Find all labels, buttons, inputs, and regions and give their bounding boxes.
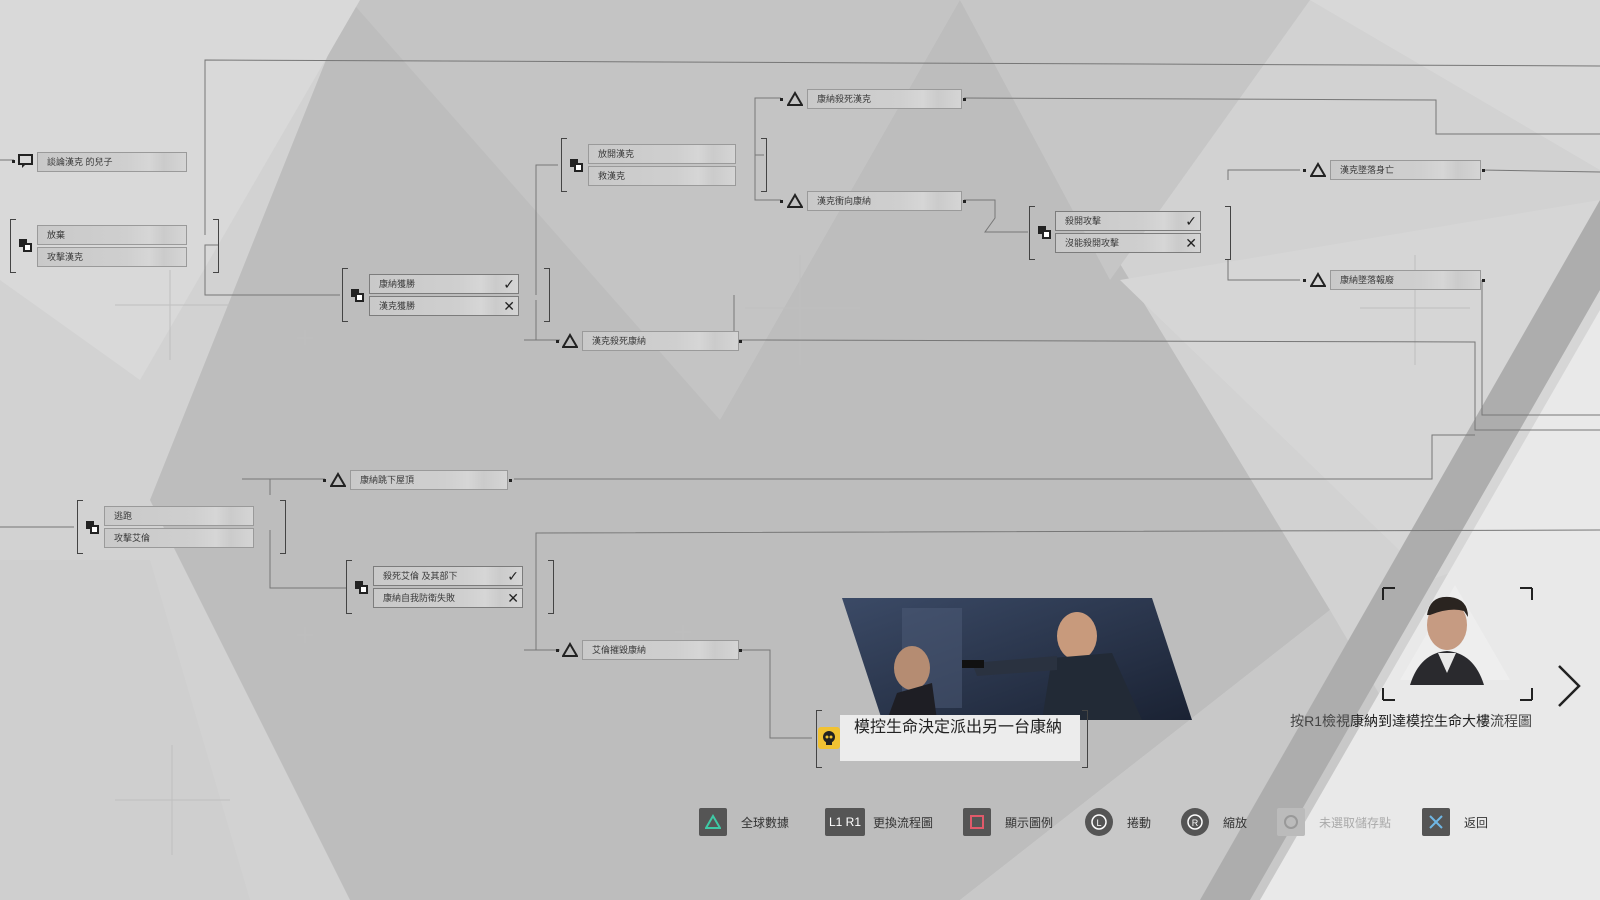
cross-icon: ✕ [503, 298, 515, 314]
triangle-icon [562, 333, 578, 348]
choice-icon [355, 581, 368, 594]
node-label: 沒能殺開攻擊 [1065, 238, 1120, 248]
legend-label: 返回 [1464, 815, 1489, 830]
next-flowchart-hint: 按R1檢視康納到達模控生命大樓流程圖 [1290, 710, 1532, 732]
node-label: 康納獲勝 [379, 279, 416, 289]
checkmark-icon: ✓ [503, 276, 515, 292]
triangle-icon [787, 193, 803, 208]
legend-label: 更換流程圖 [873, 815, 934, 830]
outcome-node[interactable]: 艾倫摧毀康納 [582, 640, 739, 660]
outcome-node[interactable]: 康納墜落報廢 [1330, 270, 1481, 290]
legend-label: 未選取儲存點 [1319, 815, 1392, 830]
legend-label: 全球數據 [741, 815, 790, 830]
outcome-node[interactable]: 漢克殺死康納 [582, 331, 739, 351]
legend-switch[interactable]: L1 R1 更換流程圖 [825, 807, 933, 837]
choice-node[interactable]: 救漢克 [588, 166, 736, 186]
checkmark-icon: ✓ [507, 568, 519, 584]
node-label: 殺死艾倫 及其部下 [383, 571, 458, 581]
outcome-node[interactable]: 康納殺死漢克 [807, 89, 962, 109]
checkmark-icon: ✓ [1185, 213, 1197, 229]
cross-button-icon [1422, 808, 1450, 836]
legend-checkpoint: 未選取儲存點 [1277, 807, 1391, 837]
next-chapter-portrait [1382, 585, 1533, 701]
legend-label: 顯示圖例 [1005, 815, 1054, 830]
legend-label: 捲動 [1127, 815, 1152, 830]
skull-icon [818, 727, 840, 749]
choice-node[interactable]: 逃跑 [104, 506, 254, 526]
cross-icon: ✕ [507, 590, 519, 606]
choice-icon [1038, 226, 1051, 239]
legend-show[interactable]: 顯示圖例 [963, 807, 1053, 837]
chevron-right-icon[interactable] [1555, 663, 1583, 709]
square-button-icon [963, 808, 991, 836]
choice-node[interactable]: 放棄 [37, 225, 187, 245]
choice-icon [86, 521, 99, 534]
triangle-icon [330, 472, 346, 487]
circle-button-icon [1277, 808, 1305, 836]
legend-scroll[interactable]: L 捲動 [1085, 807, 1151, 837]
l1r1-button-icon: L1 R1 [825, 808, 865, 836]
svg-text:L: L [1096, 818, 1101, 828]
node-label: 康納自我防衛失敗 [383, 593, 456, 603]
choice-icon [570, 159, 583, 172]
triangle-icon [1310, 272, 1326, 287]
choice-node[interactable]: 殺死艾倫 及其部下 ✓ [373, 566, 523, 586]
choice-node[interactable]: 漢克獲勝 ✕ [369, 296, 519, 316]
right-stick-icon: R [1181, 808, 1209, 836]
node-label: 殺開攻擊 [1065, 216, 1102, 226]
legend-back[interactable]: 返回 [1422, 807, 1488, 837]
speech-bubble-icon [18, 154, 33, 168]
left-stick-icon: L [1085, 808, 1113, 836]
choice-node[interactable]: 談論漢克 的兒子 [37, 152, 187, 172]
choice-node[interactable]: 攻擊艾倫 [104, 528, 254, 548]
choice-node[interactable]: 攻擊漢克 [37, 247, 187, 267]
outcome-node[interactable]: 漢克衝向康納 [807, 191, 962, 211]
triangle-button-icon [699, 808, 727, 836]
ending-thumbnail [842, 598, 1192, 720]
choice-node[interactable]: 殺開攻擊 ✓ [1055, 211, 1201, 231]
hint-chapter: 康納到達模控生命大樓 [1350, 713, 1490, 729]
svg-text:R: R [1192, 818, 1199, 828]
cross-icon: ✕ [1185, 235, 1197, 251]
ending-text: 模控生命決定派出另一台康納 [854, 719, 1063, 736]
legend-global[interactable]: 全球數據 [699, 807, 789, 837]
triangle-icon [562, 642, 578, 657]
choice-node[interactable]: 康納獲勝 ✓ [369, 274, 519, 294]
legend-label: 縮放 [1223, 815, 1248, 830]
legend-zoom[interactable]: R 縮放 [1181, 807, 1247, 837]
ending-node[interactable] [840, 715, 1080, 761]
triangle-icon [1310, 162, 1326, 177]
triangle-icon [787, 91, 803, 106]
l1r1-label: L1 R1 [828, 815, 862, 829]
outcome-node[interactable]: 康納跳下屋頂 [350, 470, 508, 490]
choice-icon [351, 289, 364, 302]
outcome-node[interactable]: 漢克墜落身亡 [1330, 160, 1481, 180]
hint-prefix: 按R1檢視 [1290, 713, 1350, 729]
node-label: 漢克獲勝 [379, 301, 416, 311]
choice-node[interactable]: 放開漢克 [588, 144, 736, 164]
choice-icon [19, 239, 32, 252]
choice-node[interactable]: 沒能殺開攻擊 ✕ [1055, 233, 1201, 253]
choice-node[interactable]: 康納自我防衛失敗 ✕ [373, 588, 523, 608]
hint-suffix: 流程圖 [1490, 713, 1532, 729]
